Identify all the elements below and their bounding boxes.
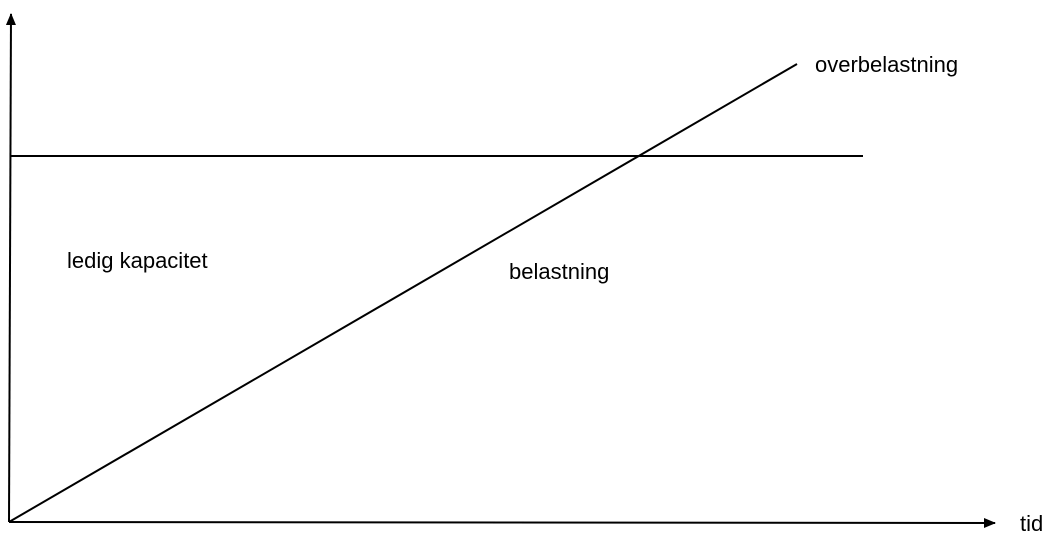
load-line [8, 63, 798, 523]
load-label: belastning [509, 259, 609, 284]
x-axis-label: tid [1020, 511, 1043, 536]
free-capacity-label: ledig kapacitet [67, 248, 208, 273]
overload-label: overbelastning [815, 52, 958, 77]
y-axis [5, 13, 16, 523]
x-axis [8, 517, 996, 528]
